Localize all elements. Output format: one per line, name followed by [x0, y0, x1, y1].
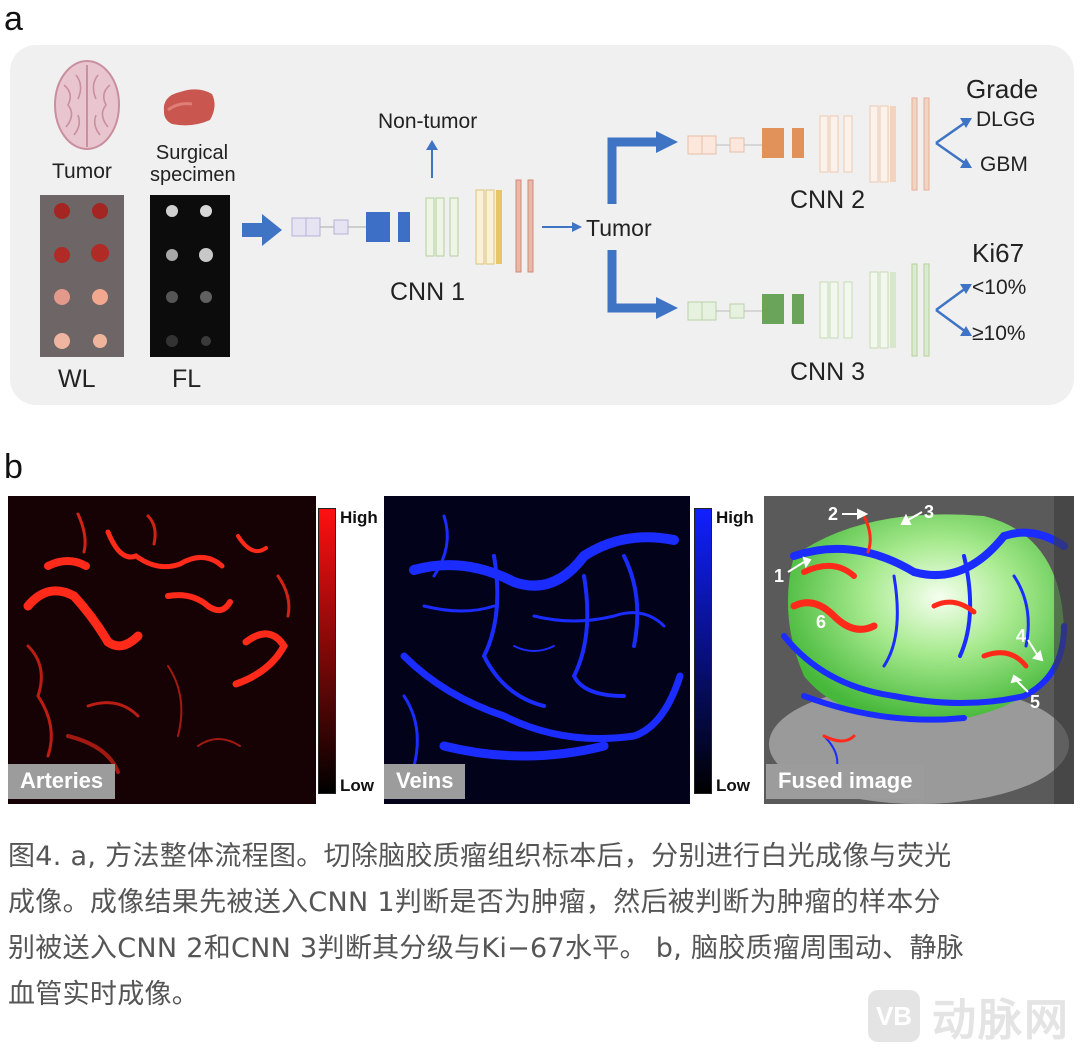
caption-line-4: 血管实时成像。: [8, 979, 200, 1010]
watermark-text: 动脉网: [932, 995, 1070, 1046]
split-arrow-down: [607, 250, 660, 313]
input-arrow: [242, 214, 282, 246]
grade-option-gbm: GBM: [980, 153, 1028, 176]
wl-samples: [54, 203, 109, 349]
fused-image: [764, 496, 1074, 804]
ki67-title: Ki67: [972, 238, 1025, 268]
arteries-vessels: [23, 512, 291, 774]
arteries-image: [8, 496, 316, 804]
ki67-option-high: ≥10%: [972, 322, 1026, 345]
fused-marker-2: 2: [828, 504, 839, 524]
wl-label: WL: [58, 365, 96, 393]
cnn1-blocks: [291, 179, 534, 273]
artery-colorbar-low: Low: [340, 776, 374, 795]
fl-image: [150, 195, 230, 357]
non-tumor-label: Non-tumor: [378, 110, 478, 133]
fused-marker-4: 4: [1016, 626, 1027, 646]
ki67-option-low: <10%: [972, 276, 1027, 299]
vein-colorbar-high: High: [716, 508, 754, 527]
caption-line-3: 别被送入CNN 2和CNN 3判断其分级与Ki−67水平。 b, 脑胶质瘤周围动…: [8, 933, 964, 964]
brain-icon: [54, 60, 120, 150]
tumor-label: Tumor: [52, 160, 112, 183]
panel-a-letter: a: [4, 0, 23, 38]
figure-caption: 图4. a, 方法整体流程图。切除脑胶质瘤组织标本后，分别进行白光成像与荧光 成…: [8, 834, 1076, 1018]
fused-marker-arrows: [787, 508, 1044, 693]
fused-tag: Fused image: [766, 764, 925, 799]
veins-tag: Veins: [384, 764, 466, 799]
specimen-label: Surgical specimen: [150, 142, 236, 186]
fused-marker-5: 5: [1030, 692, 1041, 712]
artery-colorbar: [318, 508, 336, 794]
grade-option-dlgg: DLGG: [976, 108, 1036, 131]
cnn2-label: CNN 2: [790, 186, 866, 214]
fused-marker-1: 1: [774, 566, 785, 586]
fused-marker-3: 3: [924, 502, 935, 522]
cnn1-label: CNN 1: [390, 278, 466, 306]
caption-line-1: 图4. a, 方法整体流程图。切除脑胶质瘤组织标本后，分别进行白光成像与荧光: [8, 841, 952, 872]
panel-b-letter: b: [4, 448, 23, 486]
arteries-tag: Arteries: [8, 764, 116, 799]
cnn2-blocks: [687, 97, 930, 191]
artery-colorbar-high: High: [340, 508, 378, 527]
veins-vessels: [400, 514, 684, 768]
cnn3-label: CNN 3: [790, 358, 866, 386]
specimen-icon: [163, 89, 215, 126]
grade-title: Grade: [966, 74, 1039, 104]
vein-colorbar-low: Low: [716, 776, 750, 795]
tumor-output-label: Tumor: [586, 215, 652, 241]
fl-label: FL: [172, 365, 202, 393]
fl-samples: [166, 205, 213, 347]
watermark-logo: VB: [868, 990, 920, 1042]
fused-marker-6: 6: [816, 612, 827, 632]
vein-colorbar: [694, 508, 712, 794]
cnn3-blocks: [687, 263, 930, 357]
split-arrow-up: [607, 137, 660, 204]
wl-image: [40, 195, 124, 357]
pipeline-diagram: [242, 97, 972, 357]
veins-image: [384, 496, 690, 804]
watermark: VB 动脉网: [868, 984, 1070, 1048]
caption-line-2: 成像。成像结果先被送入CNN 1判断是否为肿瘤，然后被判断为肿瘤的样本分: [8, 887, 941, 918]
